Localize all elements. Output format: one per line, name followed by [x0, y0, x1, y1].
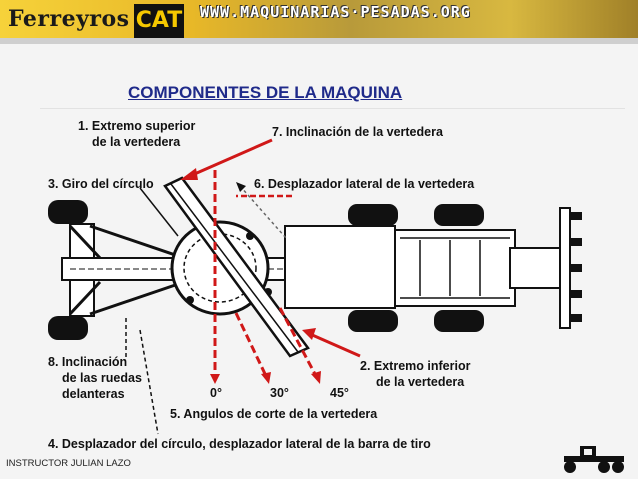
label-2b: de la vertedera	[376, 375, 465, 389]
engine	[394, 229, 516, 307]
label-6: 6. Desplazador lateral de la vertedera	[254, 177, 475, 191]
cab	[284, 225, 396, 309]
label-8c: delanteras	[62, 387, 125, 401]
brand-logo: Ferreyros	[8, 6, 130, 32]
site-url: WWW.MAQUINARIAS·PESADAS.ORG	[200, 3, 471, 21]
grader-icon	[564, 446, 624, 473]
ripper-bar	[559, 207, 571, 329]
label-3: 3. Giro del círculo	[48, 177, 154, 191]
label-2a: 2. Extremo inferior	[360, 359, 471, 373]
front-wheel-top-icon	[48, 200, 88, 224]
arrow-7	[189, 138, 273, 178]
label-4: 4. Desplazador del círculo, desplazador …	[48, 437, 431, 451]
angle-30: 30°	[270, 386, 289, 400]
label-1a: 1. Extremo superior	[78, 119, 196, 133]
angle-line-45	[278, 307, 318, 377]
angle-line-30	[234, 312, 268, 377]
angle-0: 0°	[210, 386, 222, 400]
banner-shade	[0, 38, 638, 44]
rear-wheel-4-icon	[434, 310, 484, 332]
machine-drawing	[48, 138, 582, 435]
cat-logo: CAT	[134, 4, 184, 38]
frame-line	[40, 108, 625, 109]
header-banner: Ferreyros CAT WWW.MAQUINARIAS·PESADAS.OR…	[0, 0, 638, 44]
rear-wheel-3-icon	[348, 310, 398, 332]
rear-wheel-1-icon	[348, 204, 398, 226]
rear-wheel-2-icon	[434, 204, 484, 226]
arrow-2	[309, 332, 361, 358]
label-5: 5. Angulos de corte de la vertedera	[170, 407, 378, 421]
instructor-credit: INSTRUCTOR JULIAN LAZO	[6, 458, 131, 469]
angle-45: 45°	[330, 386, 349, 400]
label-8b: de las ruedas	[62, 371, 142, 385]
grader-diagram: 1. Extremo superior de la vertedera 7. I…	[40, 108, 638, 466]
label-1b: de la vertedera	[92, 135, 181, 149]
label-7: 7. Inclinación de la vertedera	[272, 125, 443, 139]
page-title: COMPONENTES DE LA MAQUINA	[128, 83, 403, 102]
front-wheel-bottom-icon	[48, 316, 88, 340]
label-8a: 8. Inclinación	[48, 355, 128, 369]
